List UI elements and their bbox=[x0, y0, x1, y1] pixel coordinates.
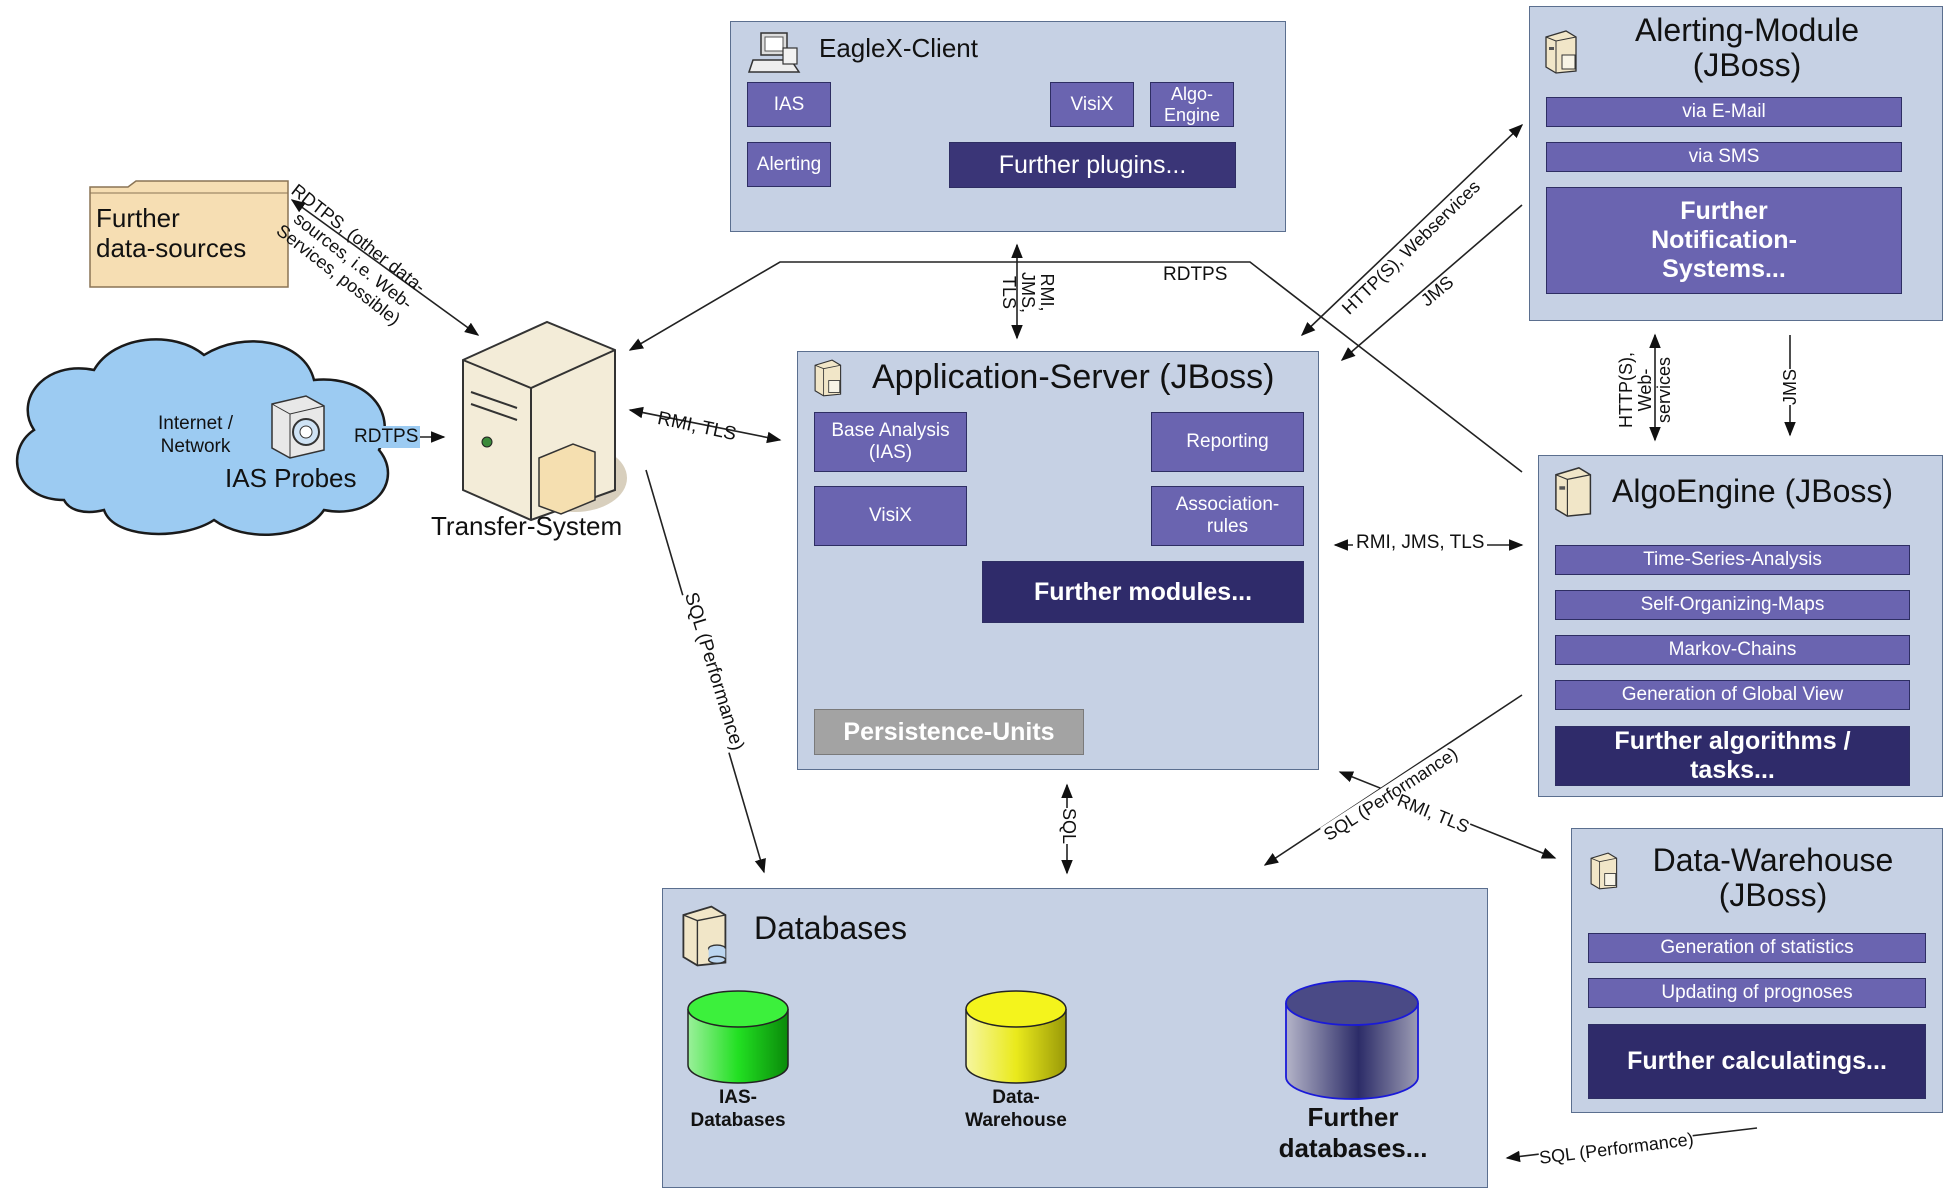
module-time-series-analysis: Time-Series-Analysis bbox=[1555, 545, 1910, 575]
module-via-sms: via SMS bbox=[1546, 142, 1902, 172]
databases-box: Databases IAS- Databases Data- Warehouse… bbox=[662, 888, 1488, 1188]
module-visix: VisiX bbox=[814, 486, 967, 546]
ias-databases-label: IAS- Databases bbox=[690, 1087, 786, 1131]
databases-title: Databases bbox=[754, 910, 907, 946]
edge-sources-transfer bbox=[290, 199, 480, 336]
eaglex-client-title: EagleX-Client bbox=[819, 33, 978, 63]
module-further-modules: Further modules... bbox=[982, 561, 1304, 623]
server-icon bbox=[1555, 467, 1592, 517]
eaglex-client-box: EagleX-Client IAS VisiX Algo- Engine Ale… bbox=[730, 21, 1286, 232]
edge-label-rdtps-probes: RDTPS bbox=[352, 426, 421, 448]
module-global-view: Generation of Global View bbox=[1555, 680, 1910, 710]
module-association-rules: Association- rules bbox=[1151, 486, 1304, 546]
module-further-calculatings: Further calculatings... bbox=[1588, 1024, 1926, 1099]
edge-transfer-app bbox=[628, 406, 782, 444]
module-alerting: Alerting bbox=[747, 142, 831, 187]
further-databases-label: Further databases... bbox=[1278, 1102, 1428, 1164]
server-icon bbox=[1590, 852, 1618, 890]
edge-label-jms-vertical: JMS bbox=[1780, 369, 1801, 405]
module-ias: IAS bbox=[747, 82, 831, 127]
module-self-organizing-maps: Self-Organizing-Maps bbox=[1555, 590, 1910, 620]
database-server-icon bbox=[682, 905, 727, 967]
folder-icon bbox=[89, 180, 289, 288]
edge-label-http-webservices-vertical: HTTP(S), Web- services bbox=[1616, 352, 1674, 428]
application-server-box: Application-Server (JBoss) Base Analysis… bbox=[797, 351, 1319, 770]
internet-network-label: Internet / Network bbox=[158, 413, 233, 457]
module-generation-of-statistics: Generation of statistics bbox=[1588, 933, 1926, 963]
probe-icon bbox=[271, 395, 325, 459]
module-further-algorithms: Further algorithms / tasks... bbox=[1555, 726, 1910, 786]
edge-label-sql-app: SQL bbox=[1058, 808, 1079, 845]
data-warehouse-db-label: Data- Warehouse bbox=[965, 1087, 1067, 1131]
module-via-email: via E-Mail bbox=[1546, 97, 1902, 127]
module-updating-of-prognoses: Updating of prognoses bbox=[1588, 978, 1926, 1008]
module-base-analysis: Base Analysis (IAS) bbox=[814, 412, 967, 472]
alerting-module-box: Alerting-Module (JBoss) via E-Mail via S… bbox=[1529, 6, 1943, 321]
server-icon bbox=[1545, 30, 1577, 74]
module-algo-engine: Algo- Engine bbox=[1150, 82, 1234, 127]
data-warehouse-title: Data-Warehouse (JBoss) bbox=[1652, 842, 1894, 914]
module-persistence-units: Persistence-Units bbox=[814, 709, 1084, 755]
cylinder-data-warehouse bbox=[965, 990, 1067, 1084]
algoengine-box: AlgoEngine (JBoss) Time-Series-Analysis … bbox=[1538, 455, 1943, 797]
ias-probes-label: IAS Probes bbox=[225, 463, 357, 493]
module-further-notification: Further Notification- Systems... bbox=[1546, 187, 1902, 294]
module-reporting: Reporting bbox=[1151, 412, 1304, 472]
edge-label-rdtps-top: RDTPS bbox=[1163, 264, 1228, 285]
transfer-system-label: Transfer-System bbox=[431, 511, 623, 541]
edge-alert-app-jms bbox=[1340, 204, 1523, 361]
cylinder-ias-databases bbox=[687, 990, 789, 1084]
computer-icon bbox=[747, 32, 801, 73]
cloud-shape bbox=[16, 338, 390, 536]
further-data-sources-label: Further data-sources bbox=[96, 203, 247, 263]
module-markov-chains: Markov-Chains bbox=[1555, 635, 1910, 665]
module-visix: VisiX bbox=[1050, 82, 1134, 127]
server-icon bbox=[814, 359, 842, 397]
module-further-plugins: Further plugins... bbox=[949, 142, 1236, 188]
cylinder-further-databases bbox=[1285, 980, 1419, 1100]
transfer-server-icon bbox=[462, 320, 627, 522]
edge-label-rmi-jms-tls-algo: RMI, JMS, TLS bbox=[1353, 532, 1488, 554]
edge-label-rmi-jms-tls-client: RMI, JMS, TLS bbox=[999, 272, 1057, 314]
application-server-title: Application-Server (JBoss) bbox=[872, 358, 1275, 396]
data-warehouse-box: Data-Warehouse (JBoss) Generation of sta… bbox=[1571, 828, 1943, 1113]
edge-alert-app-http bbox=[1300, 124, 1524, 336]
algoengine-title: AlgoEngine (JBoss) bbox=[1612, 473, 1894, 509]
alerting-module-title: Alerting-Module (JBoss) bbox=[1634, 12, 1860, 84]
